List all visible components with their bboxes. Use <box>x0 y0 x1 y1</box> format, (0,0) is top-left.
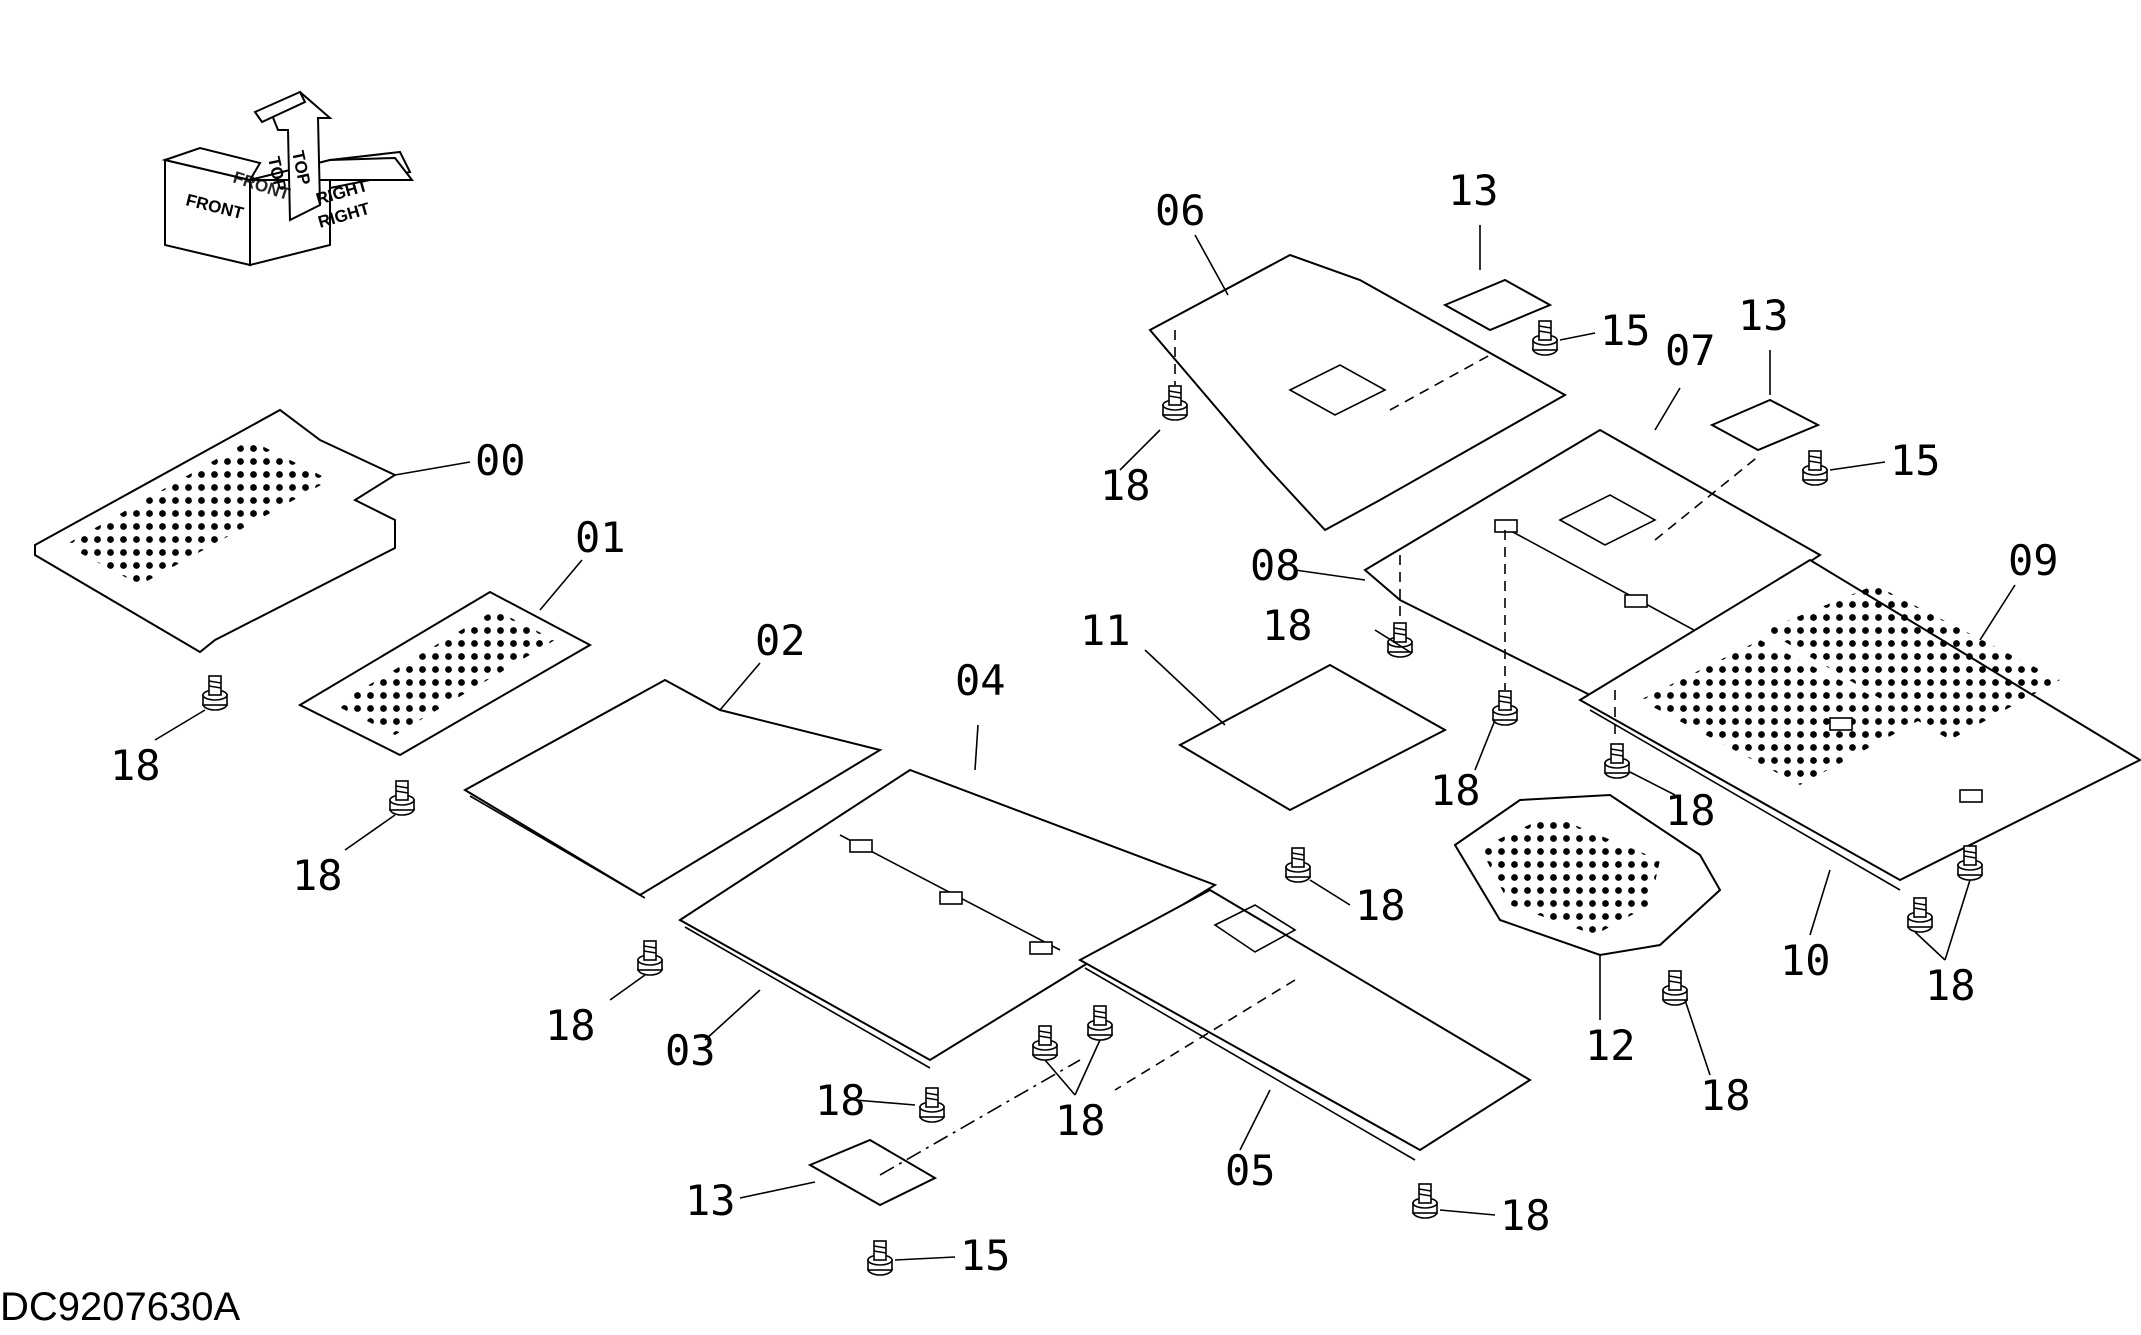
plate-01 <box>297 590 593 757</box>
label-18-e: 18 <box>1055 1096 1106 1145</box>
plate-09-10 <box>1578 558 2141 891</box>
label-10: 10 <box>1780 936 1831 985</box>
plate-12 <box>1453 793 1722 957</box>
bracket-13-top <box>1442 278 1821 452</box>
label-07: 07 <box>1665 326 1716 375</box>
label-13-b: 13 <box>1738 291 1789 340</box>
label-03: 03 <box>665 1026 716 1075</box>
label-18-k: 18 <box>1925 961 1976 1010</box>
plate-00 <box>34 408 398 654</box>
label-13-a: 13 <box>1448 166 1499 215</box>
label-18-g: 18 <box>1100 461 1151 510</box>
label-13-c: 13 <box>685 1176 736 1225</box>
label-12: 12 <box>1585 1021 1636 1070</box>
label-18-l: 18 <box>1700 1071 1751 1120</box>
label-18-f: 18 <box>1355 881 1406 930</box>
label-18-m: 18 <box>1500 1191 1551 1240</box>
label-11: 11 <box>1080 606 1131 655</box>
label-15-c: 15 <box>960 1231 1011 1280</box>
label-18-i: 18 <box>1430 766 1481 815</box>
plate-03 <box>678 768 1218 1069</box>
label-01: 01 <box>575 513 626 562</box>
drawing-code: DC9207630A <box>0 1285 241 1329</box>
plate-06 <box>1148 253 1568 532</box>
label-02: 02 <box>755 616 806 665</box>
leader-lines <box>154 225 2016 1261</box>
label-18-j: 18 <box>1665 786 1716 835</box>
label-15-b: 15 <box>1890 436 1941 485</box>
label-05: 05 <box>1225 1146 1276 1195</box>
label-18-h: 18 <box>1262 601 1313 650</box>
label-09: 09 <box>2008 536 2059 585</box>
bracket-13-bottom <box>807 1138 938 1207</box>
label-08: 08 <box>1250 541 1301 590</box>
plate-05 <box>1077 888 1532 1161</box>
label-04: 04 <box>955 656 1006 705</box>
plate-11 <box>1177 663 1448 812</box>
label-00: 00 <box>475 436 526 485</box>
part-labels: 00 01 02 04 03 05 06 13 07 13 08 09 10 1… <box>110 166 2059 1280</box>
label-18-d: 18 <box>815 1076 866 1125</box>
plate-02 <box>462 678 883 899</box>
assembly-lines <box>879 330 1761 1176</box>
orientation-arrow-icon: FRONT FRONT TOP TOP RIGHT RIGHT <box>161 90 415 267</box>
label-18-c: 18 <box>545 1001 596 1050</box>
label-18-b: 18 <box>292 851 343 900</box>
label-15-a: 15 <box>1600 306 1651 355</box>
label-18-a: 18 <box>110 741 161 790</box>
label-06: 06 <box>1155 186 1206 235</box>
